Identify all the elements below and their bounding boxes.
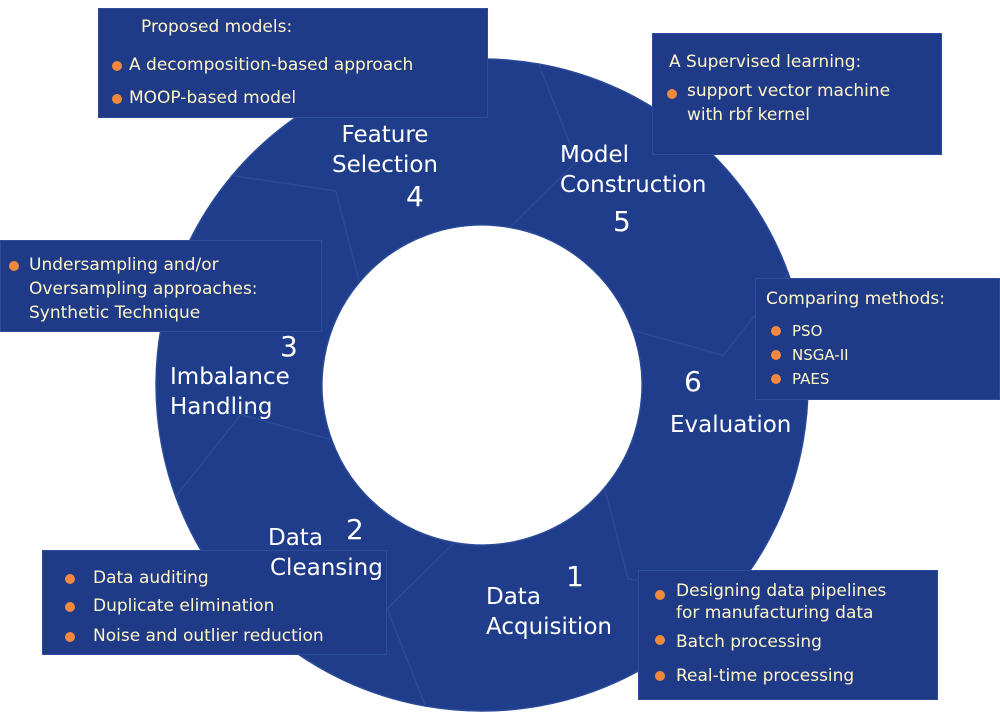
stage-5-line1: Model — [560, 142, 630, 168]
acquisition-item-2: for manufacturing data — [676, 603, 874, 623]
feature-box-title: Proposed models: — [141, 17, 293, 37]
evaluation-box-title: Comparing methods: — [766, 289, 945, 309]
stage-2-label: Data Cleansing — [268, 523, 383, 583]
bullet-icon — [112, 94, 122, 104]
data-acquisition-box: Designing data pipelines for manufacturi… — [638, 570, 938, 700]
stage-5-number: 5 — [613, 205, 631, 238]
stage-3-line1: Imbalance — [170, 364, 290, 390]
bullet-icon — [112, 61, 122, 71]
bullet-icon — [65, 574, 75, 584]
bullet-icon — [65, 632, 75, 642]
stage-2-number: 2 — [346, 513, 364, 546]
bullet-icon — [65, 602, 75, 612]
stage-4-line2: Selection — [332, 152, 438, 178]
feature-selection-box: Proposed models: A decomposition-based a… — [98, 8, 488, 118]
stage-1-number: 1 — [566, 560, 584, 593]
segment-model — [508, 63, 790, 357]
stage-5-line2: Construction — [560, 172, 707, 198]
imbalance-item-2: Oversampling approaches: — [29, 279, 258, 299]
stage-4-label: Feature Selection — [320, 120, 450, 180]
imbalance-item-1: Undersampling and/or — [29, 255, 219, 275]
cleansing-item-1: Data auditing — [93, 568, 209, 588]
stage-6-number: 6 — [684, 365, 702, 398]
stage-6-line1: Evaluation — [670, 412, 792, 438]
bullet-icon — [655, 635, 665, 645]
evaluation-item-1: PSO — [792, 322, 823, 340]
evaluation-item-3: PAES — [792, 370, 830, 388]
evaluation-box: Comparing methods: PSO NSGA-II PAES — [755, 278, 1000, 400]
stage-2-line1: Data — [268, 525, 323, 551]
model-construction-box: A Supervised learning: support vector ma… — [652, 33, 942, 155]
stage-4-line1: Feature — [341, 122, 429, 148]
model-item-2: with rbf kernel — [687, 105, 810, 125]
stage-1-label: Data Acquisition — [486, 582, 612, 642]
cleansing-item-2: Duplicate elimination — [93, 596, 275, 616]
stage-6-label: Evaluation — [670, 410, 791, 440]
bullet-icon — [655, 590, 665, 600]
bullet-icon — [771, 326, 781, 336]
data-cleansing-box: Data auditing Duplicate elimination Nois… — [42, 550, 387, 655]
bullet-icon — [771, 350, 781, 360]
stage-3-line2: Handling — [170, 394, 273, 420]
feature-item-1: A decomposition-based approach — [129, 55, 414, 75]
stage-4-number: 4 — [406, 180, 424, 213]
model-box-title: A Supervised learning: — [669, 52, 862, 72]
stage-1-line2: Acquisition — [486, 614, 612, 640]
acquisition-item-3: Batch processing — [676, 632, 822, 652]
model-item-1: support vector machine — [687, 81, 891, 101]
stage-1-line1: Data — [486, 584, 541, 610]
imbalance-item-3: Synthetic Technique — [29, 303, 201, 323]
stage-3-number: 3 — [280, 330, 298, 363]
feature-item-2: MOOP-based model — [129, 88, 297, 108]
imbalance-handling-box: Undersampling and/or Oversampling approa… — [0, 240, 322, 332]
bullet-icon — [667, 89, 677, 99]
stage-3-label: Imbalance Handling — [170, 362, 290, 422]
stage-5-label: Model Construction — [560, 140, 706, 200]
acquisition-item-4: Real-time processing — [676, 666, 855, 686]
acquisition-item-1: Designing data pipelines — [676, 581, 887, 601]
bullet-icon — [655, 671, 665, 681]
bullet-icon — [771, 374, 781, 384]
stage-2-line2: Cleansing — [270, 555, 383, 581]
bullet-icon — [9, 261, 19, 271]
evaluation-item-2: NSGA-II — [792, 346, 849, 364]
cleansing-item-3: Noise and outlier reduction — [93, 626, 324, 646]
